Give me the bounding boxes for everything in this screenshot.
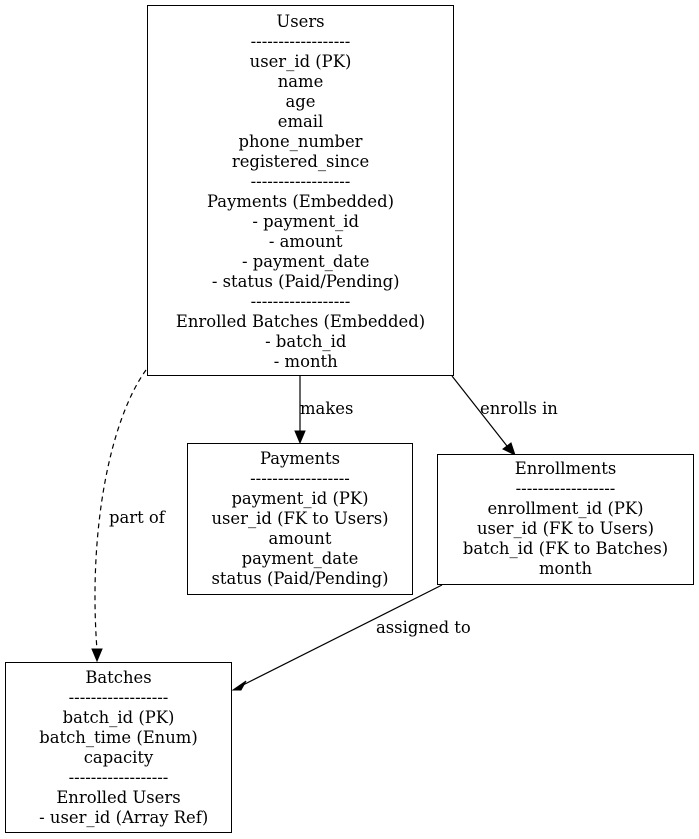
users-sub-month: - month [263,352,338,371]
edge-label-assigned-to: assigned to [376,618,471,637]
batches-title: Batches [85,668,152,687]
users-field-email: email [277,112,324,131]
edge-label-makes: makes [300,399,354,418]
users-field-age: age [285,92,316,111]
batches-field-batch-id: batch_id (PK) [62,708,175,727]
users-sub-batch-id: - batch_id [254,332,347,351]
enrollments-field-batch-id: batch_id (FK to Batches) [462,539,669,558]
arrowhead-part-of [91,648,103,663]
batches-entity: Batches ------------------ batch_id (PK)… [5,662,232,833]
edge-enrolls-in [451,375,508,447]
payments-field-amount: amount [268,529,332,548]
enrollments-field-enrollment-id: enrollment_id (PK) [487,499,644,518]
payments-field-payment-id: payment_id (PK) [231,489,369,508]
payments-field-status: status (Paid/Pending) [211,569,389,588]
enrollments-field-user-id: user_id (FK to Users) [476,519,655,538]
edge-assigned-to [242,584,443,686]
users-section-enrolled-batches: Enrolled Batches (Embedded) [175,312,426,331]
payments-separator: ------------------ [250,469,350,488]
users-title: Users [276,12,325,31]
batches-field-capacity: capacity [83,748,154,767]
users-field-registered-since: registered_since [231,152,370,171]
users-field-user-id: user_id (PK) [249,52,352,71]
users-sub-payment-date: - payment_date [231,252,370,271]
enrollments-separator: ------------------ [515,479,616,498]
users-section-payments: Payments (Embedded) [207,192,394,211]
users-separator-2: ------------------ [250,172,351,191]
enrollments-entity: Enrollments ------------------ enrollmen… [437,454,694,585]
users-field-phone-number: phone_number [238,132,363,151]
edge-part-of [94,369,147,651]
arrowhead-assigned-to [231,680,247,691]
enrollments-field-month: month [538,559,593,578]
users-separator-1: ------------------ [250,32,351,51]
users-separator-3: ------------------ [250,292,351,311]
batches-separator-2: ------------------ [68,768,169,787]
edge-label-enrolls-in: enrolls in [480,399,558,418]
edge-label-part-of: part of [109,508,165,527]
batches-separator-1: ------------------ [68,688,169,707]
users-entity: Users ------------------ user_id (PK) na… [147,5,454,376]
payments-field-payment-date: payment_date [241,549,359,568]
enrollments-title: Enrollments [514,459,617,478]
batches-field-batch-time: batch_time (Enum) [39,728,198,747]
arrowhead-enrolls-in [502,442,516,456]
payments-entity: Payments ------------------ payment_id (… [187,443,413,595]
payments-title: Payments [259,449,341,468]
users-sub-status: - status (Paid/Pending) [201,272,400,291]
batches-section-enrolled-users: Enrolled Users [56,788,181,807]
arrowhead-makes [294,430,306,445]
payments-field-user-id: user_id (FK to Users) [211,509,389,528]
batches-sub-user-id: - user_id (Array Ref) [28,808,209,827]
users-field-name: name [277,72,324,91]
users-sub-payment-id: - payment_id [241,212,359,231]
users-sub-amount: - amount [258,232,343,251]
